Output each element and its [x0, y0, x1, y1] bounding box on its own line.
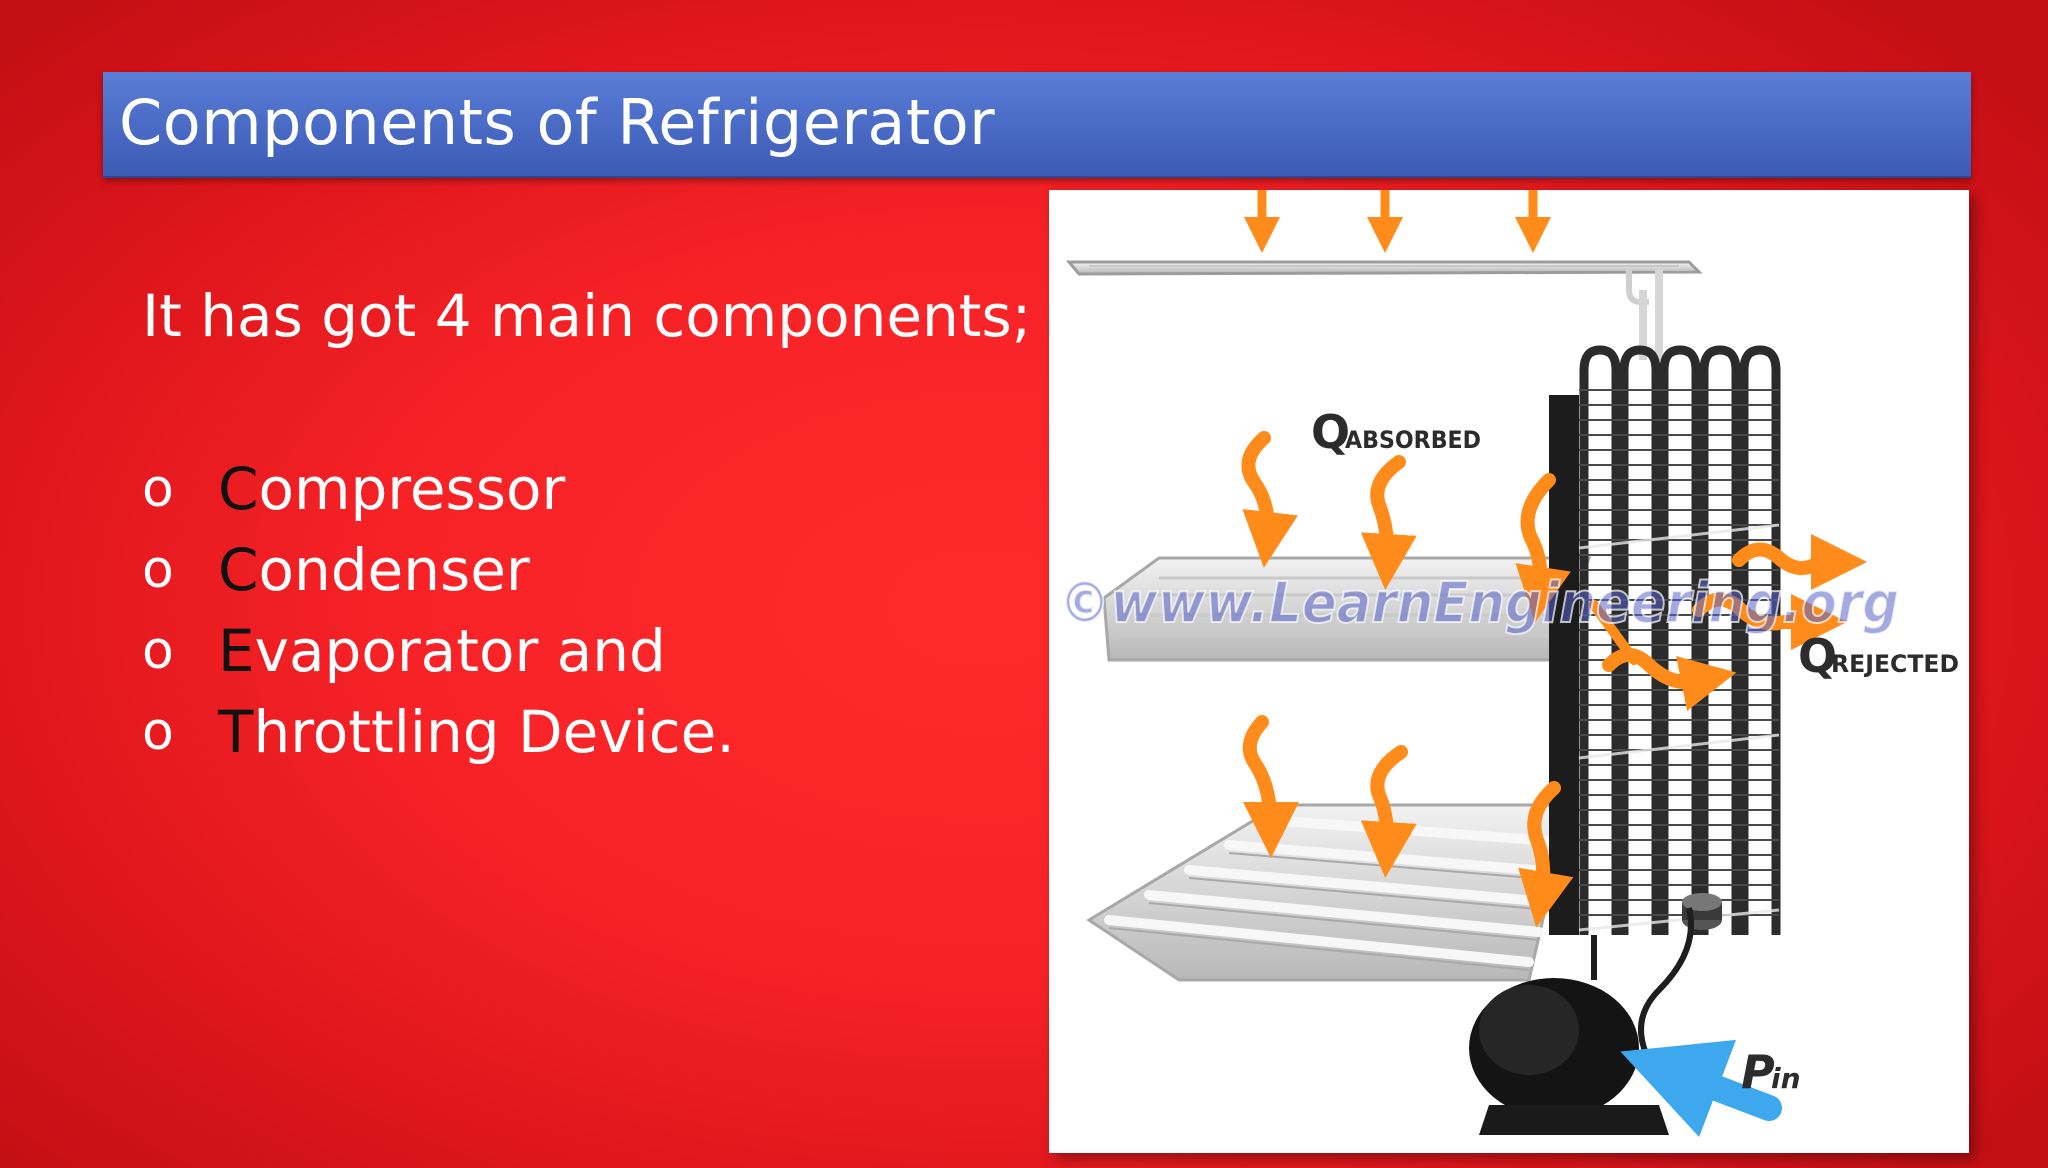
component-initial: C — [218, 454, 259, 523]
component-rest: vaporator and — [254, 616, 666, 685]
bullet-icon: o — [142, 539, 174, 600]
bullet-icon: o — [142, 701, 174, 762]
bottom-shelf — [1086, 803, 1571, 982]
refrigerator-diagram: ©www.LearnEngineering.org Q ABSORBED Q R… — [1049, 190, 1969, 1153]
power-input-arrow — [1620, 1039, 1782, 1138]
q-absorbed-main: Q — [1311, 405, 1350, 459]
component-rest: hrottling Device. — [253, 697, 735, 766]
p-in-sub: in — [1771, 1062, 1801, 1095]
q-rejected-sub: REJECTED — [1831, 650, 1959, 678]
p-in-main: P — [1741, 1045, 1775, 1099]
heat-absorbed-arrows — [1241, 431, 1574, 928]
heat-in-arrows — [1244, 190, 1551, 253]
slide-title: Components of Refrigerator — [119, 86, 996, 159]
q-rejected-main: Q — [1798, 629, 1837, 683]
watermark-text: ©www.LearnEngineering.org — [1059, 571, 1899, 636]
q-absorbed-sub: ABSORBED — [1345, 426, 1481, 454]
bullet-icon: o — [142, 458, 174, 519]
component-initial: E — [218, 616, 255, 685]
compressor-icon — [1469, 907, 1694, 1135]
condenser-coil — [1549, 345, 1781, 935]
component-initial: C — [218, 535, 259, 604]
heat-rejected-arrows — [1589, 534, 1867, 711]
title-bar: Components of Refrigerator — [103, 72, 1971, 178]
component-rest: ompressor — [258, 454, 566, 523]
bullet-icon: o — [142, 620, 174, 681]
component-rest: ondenser — [258, 535, 530, 604]
component-initial: T — [218, 697, 254, 766]
intro-text: It has got 4 main components; — [142, 282, 1032, 350]
top-shelf — [1065, 260, 1703, 360]
